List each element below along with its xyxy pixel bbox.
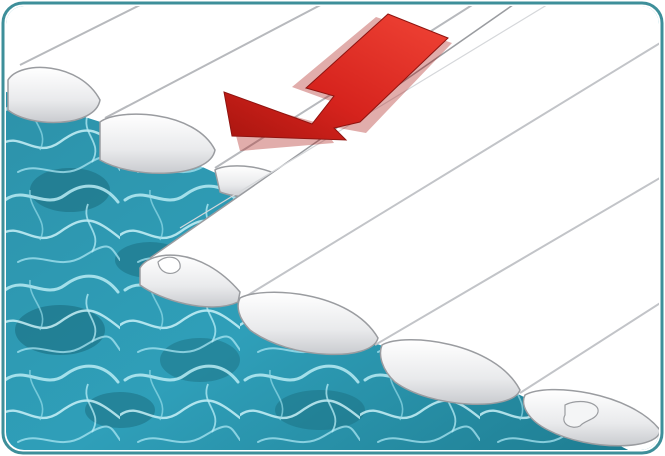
illustration-stage bbox=[0, 0, 665, 456]
pool-cover-illustration bbox=[0, 0, 665, 456]
